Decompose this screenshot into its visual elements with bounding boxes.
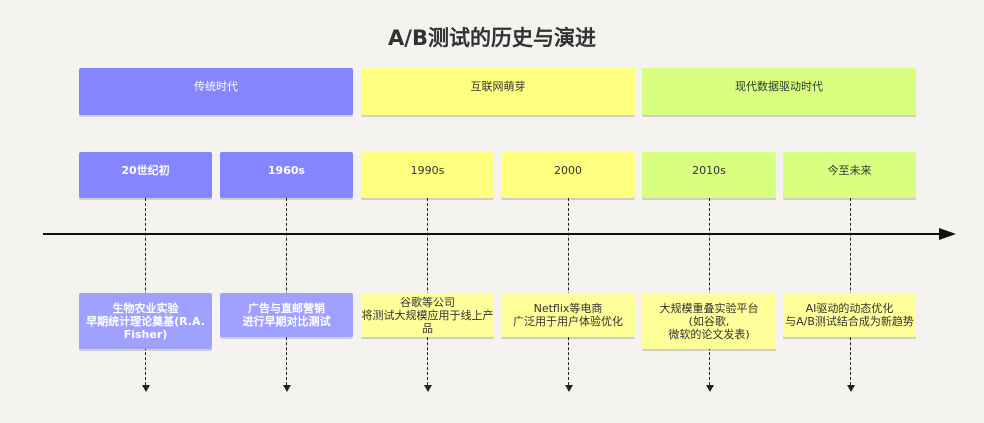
timeline-axis <box>43 233 941 235</box>
connector-line-1 <box>145 198 146 385</box>
period-desc-5: 大规模重叠实验平台 (如谷歌, 微软的论文发表) <box>642 293 776 349</box>
period-box-2: 1960s <box>220 152 353 198</box>
period-desc-1: 生物农业实验 早期统计理论奠基(R.A. Fisher) <box>79 293 212 349</box>
period-box-6: 今至未来 <box>783 152 916 198</box>
era-internet: 互联网萌芽 <box>361 68 635 115</box>
period-desc-6: AI驱动的动态优化 与A/B测试结合成为新趋势 <box>783 293 916 337</box>
connector-line-4 <box>568 198 569 385</box>
timeline-arrowhead <box>939 228 956 240</box>
period-box-4: 2000 <box>501 152 635 198</box>
connector-line-6 <box>850 198 851 385</box>
period-desc-2: 广告与直邮营销 进行早期对比测试 <box>220 293 353 337</box>
connector-line-5 <box>709 198 710 385</box>
period-box-3: 1990s <box>361 152 494 198</box>
era-traditional: 传统时代 <box>79 68 353 115</box>
period-box-1: 20世纪初 <box>79 152 212 198</box>
connector-arrow-1 <box>142 385 150 392</box>
connector-arrow-5 <box>706 385 714 392</box>
connector-line-2 <box>286 198 287 385</box>
connector-arrow-2 <box>283 385 291 392</box>
page-title: A/B测试的历史与演进 <box>388 26 596 50</box>
connector-arrow-4 <box>565 385 573 392</box>
era-data-driven: 现代数据驱动时代 <box>642 68 916 115</box>
connector-arrow-6 <box>847 385 855 392</box>
connector-line-3 <box>427 198 428 385</box>
connector-arrow-3 <box>424 385 432 392</box>
period-desc-3: 谷歌等公司 将测试大规模应用于线上产品 <box>361 293 494 337</box>
period-desc-4: Netflix等电商 广泛用于用户体验优化 <box>501 293 635 337</box>
period-box-5: 2010s <box>642 152 776 198</box>
